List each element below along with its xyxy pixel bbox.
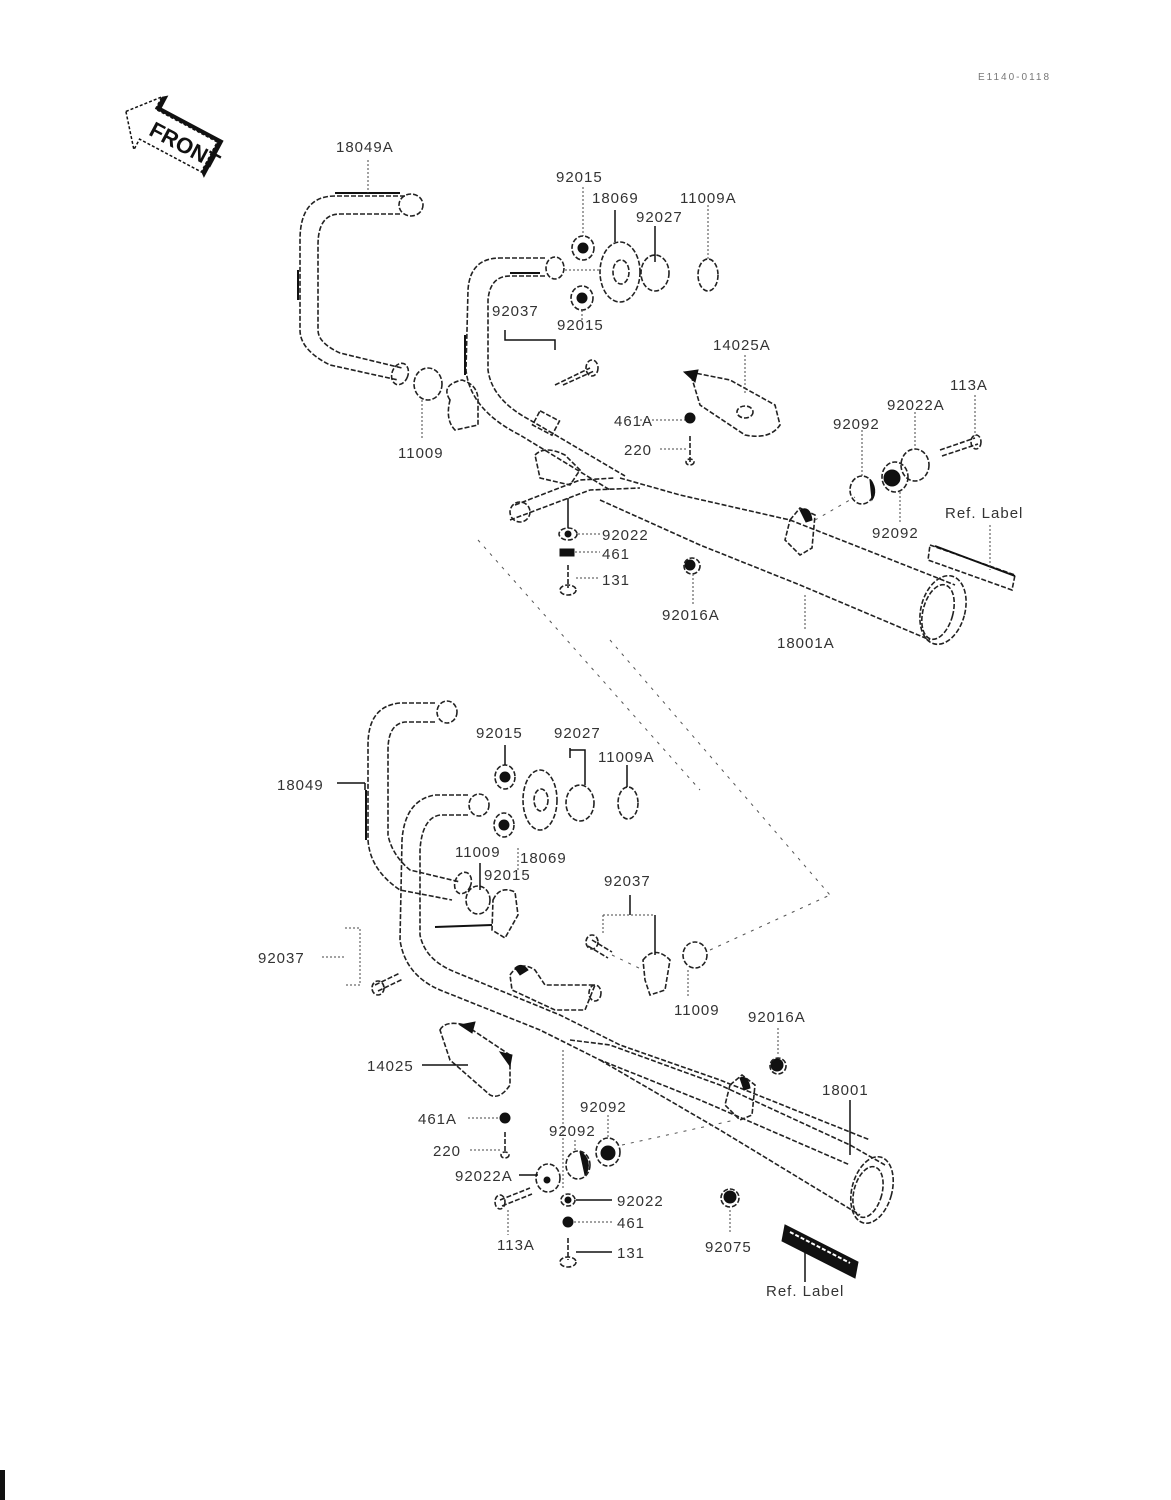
part-label: 92015 bbox=[557, 317, 604, 334]
part-label: 461A bbox=[418, 1111, 457, 1128]
gasket-11009 bbox=[413, 367, 443, 401]
part-label: 18001A bbox=[777, 635, 835, 652]
lower-assembly bbox=[322, 700, 895, 1282]
part-label: 92027 bbox=[554, 725, 601, 742]
part-label: 461 bbox=[602, 546, 630, 563]
part-label: 92037 bbox=[492, 303, 539, 320]
heat-guard-14025 bbox=[439, 1022, 511, 1098]
lower-labels: 92015 92027 11009A 18049 11009 18069 920… bbox=[258, 725, 869, 1300]
upper-labels: 18049A 92015 18069 11009A 92027 92037 92… bbox=[336, 139, 1023, 652]
part-label: 92015 bbox=[476, 725, 523, 742]
part-label: 131 bbox=[617, 1245, 645, 1262]
part-label: 92022A bbox=[887, 397, 945, 414]
part-label: 11009 bbox=[674, 1002, 720, 1019]
part-label: 92037 bbox=[258, 950, 305, 967]
part-label: 92022 bbox=[602, 527, 649, 544]
diagram-code: E1140-0118 bbox=[978, 72, 1051, 83]
part-label: 92022A bbox=[455, 1168, 513, 1185]
part-label: 92092 bbox=[872, 525, 919, 542]
part-label: 14025A bbox=[713, 337, 771, 354]
part-label: 92015 bbox=[484, 867, 531, 884]
header-pipe-18049 bbox=[367, 702, 453, 901]
part-label: 92016A bbox=[748, 1009, 806, 1026]
bracket-18069-lower bbox=[522, 769, 558, 831]
part-label: 18049 bbox=[277, 777, 324, 794]
part-label: 92092 bbox=[549, 1123, 596, 1140]
part-label: 92075 bbox=[705, 1239, 752, 1256]
part-label: 11009 bbox=[455, 844, 501, 861]
part-label: 11009A bbox=[598, 749, 655, 766]
part-label: 18069 bbox=[520, 850, 567, 867]
part-label: 461 bbox=[617, 1215, 645, 1232]
heat-guard-14025A bbox=[688, 370, 781, 438]
part-label: 18049A bbox=[336, 139, 394, 156]
part-label: 14025 bbox=[367, 1058, 414, 1075]
part-label: 18069 bbox=[592, 190, 639, 207]
part-label: 220 bbox=[624, 442, 652, 459]
part-label: 11009 bbox=[398, 445, 444, 462]
upper-assembly bbox=[297, 160, 1016, 896]
part-label: 18001 bbox=[822, 1082, 869, 1099]
header-pipe-18049A bbox=[299, 195, 405, 381]
muffler-18001 bbox=[569, 1039, 886, 1166]
bracket-18069 bbox=[599, 241, 641, 303]
part-label: 92092 bbox=[580, 1099, 627, 1116]
part-label: 92016A bbox=[662, 607, 720, 624]
part-label: 11009A bbox=[680, 190, 737, 207]
part-label: 92015 bbox=[556, 169, 603, 186]
part-label: 131 bbox=[602, 572, 630, 589]
part-label: 461A bbox=[614, 413, 653, 430]
part-label: 113A bbox=[950, 377, 988, 394]
front-arrow-icon: FRONT bbox=[125, 95, 224, 178]
part-label: 92022 bbox=[617, 1193, 664, 1210]
part-label: 220 bbox=[433, 1143, 461, 1160]
part-label: Ref. Label bbox=[945, 505, 1023, 522]
part-label: 92027 bbox=[636, 209, 683, 226]
part-label: 92092 bbox=[833, 416, 880, 433]
part-label: 92037 bbox=[604, 873, 651, 890]
part-label: 113A bbox=[497, 1237, 535, 1254]
part-label: Ref. Label bbox=[766, 1283, 844, 1300]
scan-edge-mark bbox=[0, 1470, 5, 1500]
